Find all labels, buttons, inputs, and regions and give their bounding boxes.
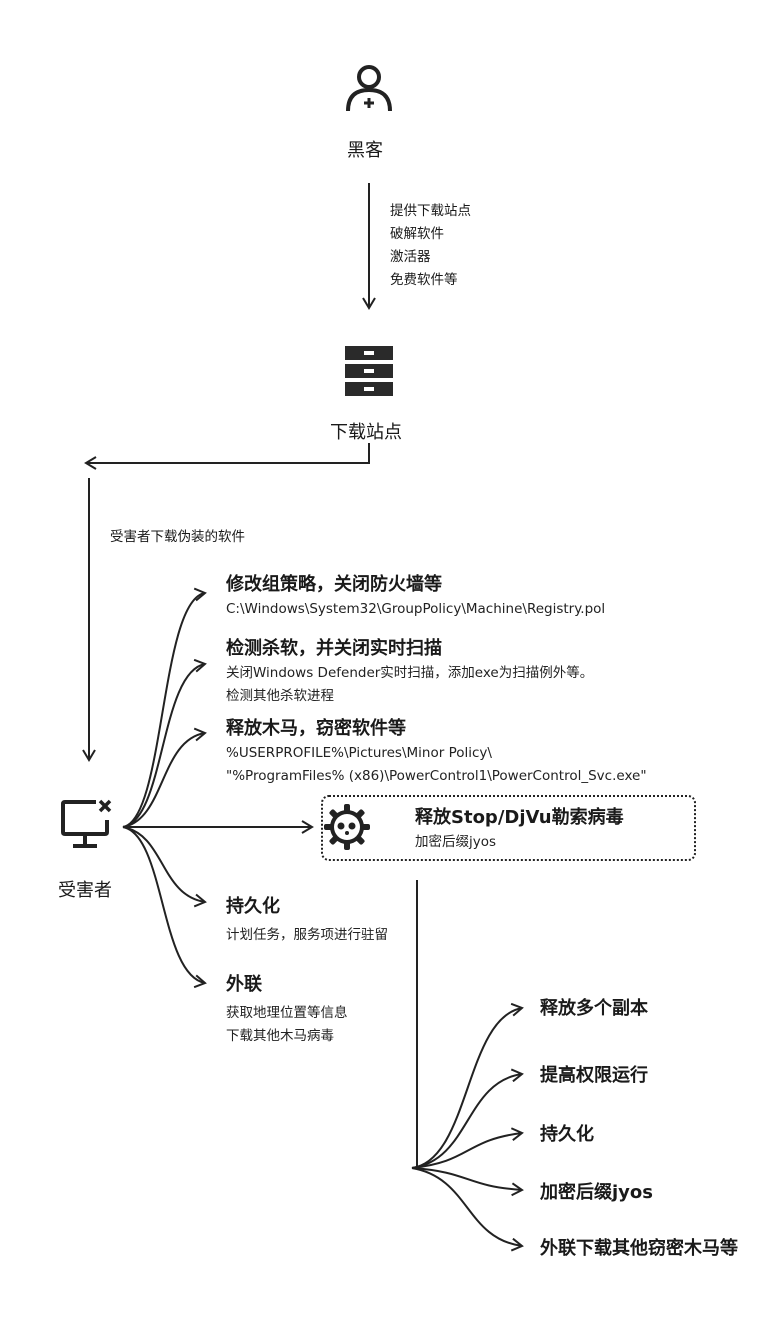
branch-group-policy: 修改组策略，关闭防火墙等 C:\Windows\System32\GroupPo…: [226, 570, 605, 621]
action-curve-2: [411, 1068, 524, 1169]
branch-outbound: 外联 获取地理位置等信息 下载其他木马病毒: [226, 970, 348, 1048]
branch-persistence: 持久化 计划任务，服务项进行驻留: [226, 892, 388, 947]
action-curve-5: [411, 1167, 524, 1252]
branch-detail: 下载其他木马病毒: [226, 1028, 334, 1044]
branch-detail: 计划任务，服务项进行驻留: [226, 927, 388, 943]
branch-title: 释放木马，窃密软件等: [226, 718, 406, 739]
ransomware-box: [321, 795, 696, 861]
vector-item: 破解软件: [390, 226, 444, 242]
hacker-label: 黑客: [347, 140, 383, 161]
branch-title: 外联: [226, 974, 262, 995]
ransom-action: 释放多个副本: [540, 998, 648, 1019]
branch-trojan: 释放木马，窃密软件等 %USERPROFILE%\Pictures\Minor …: [226, 714, 647, 788]
ransom-action: 加密后缀jyos: [540, 1182, 653, 1203]
computer-icon: [61, 799, 112, 848]
vector-item: 激活器: [390, 249, 431, 265]
vector-item: 提供下载站点: [390, 203, 471, 219]
branch-detail: C:\Windows\System32\GroupPolicy\Machine\…: [226, 601, 606, 617]
branch-curve-6: [122, 826, 207, 989]
branch-title: 持久化: [226, 896, 280, 917]
branch-title: 检测杀软，并关闭实时扫描: [226, 638, 442, 659]
action-curve-1: [411, 1002, 524, 1169]
branch-antivirus: 检测杀软，并关闭实时扫描 关闭Windows Defender实时扫描，添加ex…: [226, 634, 593, 708]
victim-label: 受害者: [58, 880, 112, 901]
branch-detail: %USERPROFILE%\Pictures\Minor Policy\: [226, 745, 492, 761]
action-curve-4: [411, 1167, 524, 1197]
branch-detail: 加密后缀jyos: [415, 834, 497, 850]
hacker-icon: [346, 65, 392, 112]
branch-detail: 检测其他杀软进程: [226, 688, 334, 704]
branch-title: 释放Stop/DjVu勒索病毒: [415, 807, 624, 828]
server-icon: [345, 346, 393, 396]
branch-detail: "%ProgramFiles% (x86)\PowerControl1\Powe…: [226, 768, 647, 784]
branch-curve-1: [122, 587, 207, 828]
branch-curve-3: [122, 727, 207, 828]
attack-vector-list: 提供下载站点 破解软件 激活器 免费软件等: [390, 200, 471, 292]
action-curve-3: [411, 1127, 524, 1169]
branch-detail: 关闭Windows Defender实时扫描，添加exe为扫描例外等。: [226, 665, 594, 681]
branch-title: 修改组策略，关闭防火墙等: [226, 574, 442, 595]
vector-item: 免费软件等: [390, 272, 458, 288]
arrow-site-to-left: [84, 443, 370, 470]
ransom-action: 提高权限运行: [540, 1065, 648, 1086]
site-label: 下载站点: [330, 422, 402, 443]
victim-download-label: 受害者下载伪装的软件: [110, 529, 245, 545]
virus-icon: [324, 804, 370, 850]
branch-ransomware: 释放Stop/DjVu勒索病毒 加密后缀jyos: [415, 803, 624, 854]
branch-curve-2: [122, 658, 207, 828]
branch-curve-5: [122, 826, 207, 908]
ransom-action: 外联下载其他窃密木马等: [540, 1238, 738, 1259]
branch-detail: 获取地理位置等信息: [226, 1005, 348, 1021]
ransom-action: 持久化: [540, 1124, 594, 1145]
